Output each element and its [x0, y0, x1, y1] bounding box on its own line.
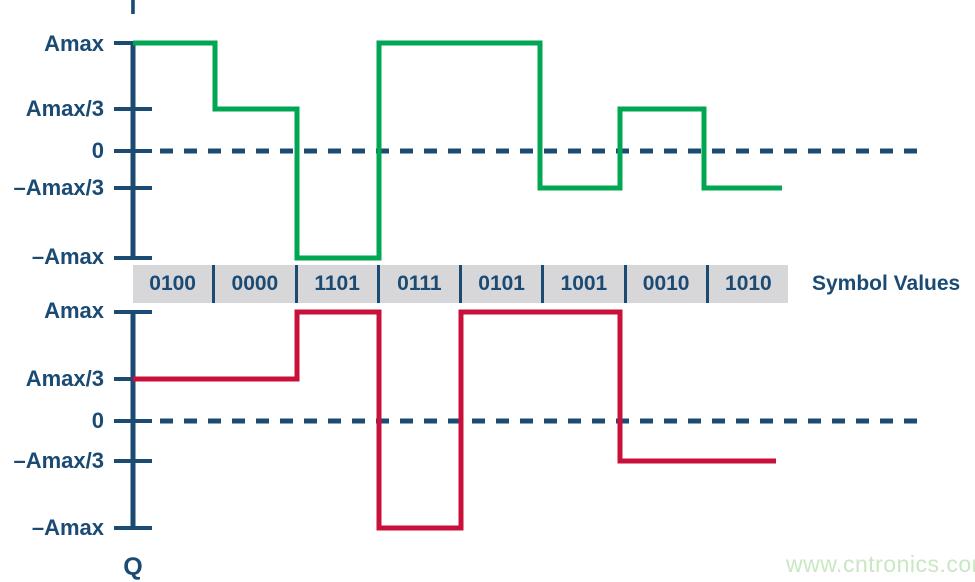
i-axis-label: I	[129, 0, 137, 20]
symbol-values-caption: Symbol Values	[812, 272, 961, 295]
symbol-cell: 1001	[541, 265, 623, 303]
symbol-cell: 1010	[705, 265, 788, 303]
q-ytick-neg-amax: –Amax	[31, 515, 104, 540]
q-axis-label: Q	[123, 553, 143, 581]
q-ytick-amax: Amax	[44, 298, 104, 323]
i-ytick-neg-amax3: –Amax/3	[13, 175, 104, 200]
q-ytick-neg-amax3: –Amax/3	[13, 448, 104, 473]
symbol-cell: 0100	[149, 272, 196, 295]
i-ytick-zero: 0	[91, 138, 104, 163]
symbol-cell: 0000	[212, 265, 294, 303]
q-waveform	[133, 309, 776, 531]
symbol-cell: 0010	[623, 265, 706, 303]
q-ytick-zero: 0	[91, 408, 104, 433]
i-ytick-neg-amax: –Amax	[31, 244, 104, 269]
watermark-text: www.cntronics.com	[786, 551, 975, 577]
symbol-band: 0100 0000 1101 0111 0101 1001 0010 1010	[133, 265, 788, 303]
symbol-cell: 0101	[459, 265, 541, 303]
symbol-cell: 1101	[294, 265, 377, 303]
q-ytick-amax3: Amax/3	[25, 366, 104, 391]
i-ytick-amax: Amax	[44, 31, 104, 56]
symbol-cell: 0111	[376, 265, 459, 303]
i-ytick-amax3: Amax/3	[25, 96, 104, 121]
i-waveform	[133, 40, 782, 261]
